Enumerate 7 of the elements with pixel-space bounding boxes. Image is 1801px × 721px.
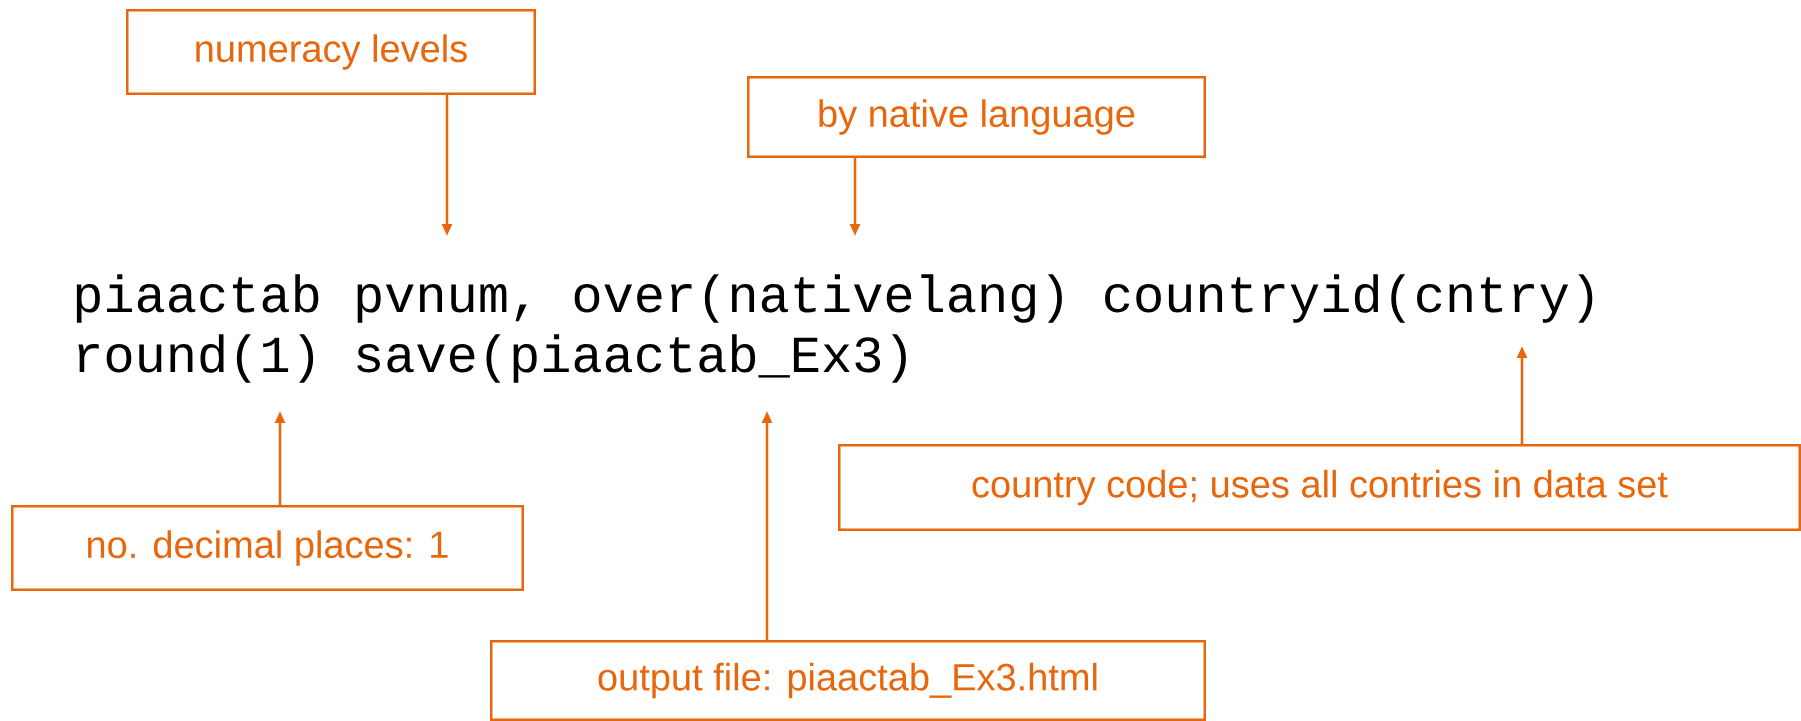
callout-box: numeracy levels bbox=[126, 9, 536, 95]
callout-box: no. decimal places: 1 bbox=[11, 505, 524, 591]
callout-box: output file: piaactab_Ex3.html bbox=[490, 640, 1206, 721]
code-line: piaactab pvnum, over(nativelang) countryid(cntry) bbox=[76, 274, 1593, 323]
callout-box: country code; uses all contries in data set bbox=[838, 444, 1801, 531]
code-line: round(1) save(piaactab_Ex3) bbox=[78, 334, 906, 383]
callout-box: by native language bbox=[747, 76, 1206, 158]
